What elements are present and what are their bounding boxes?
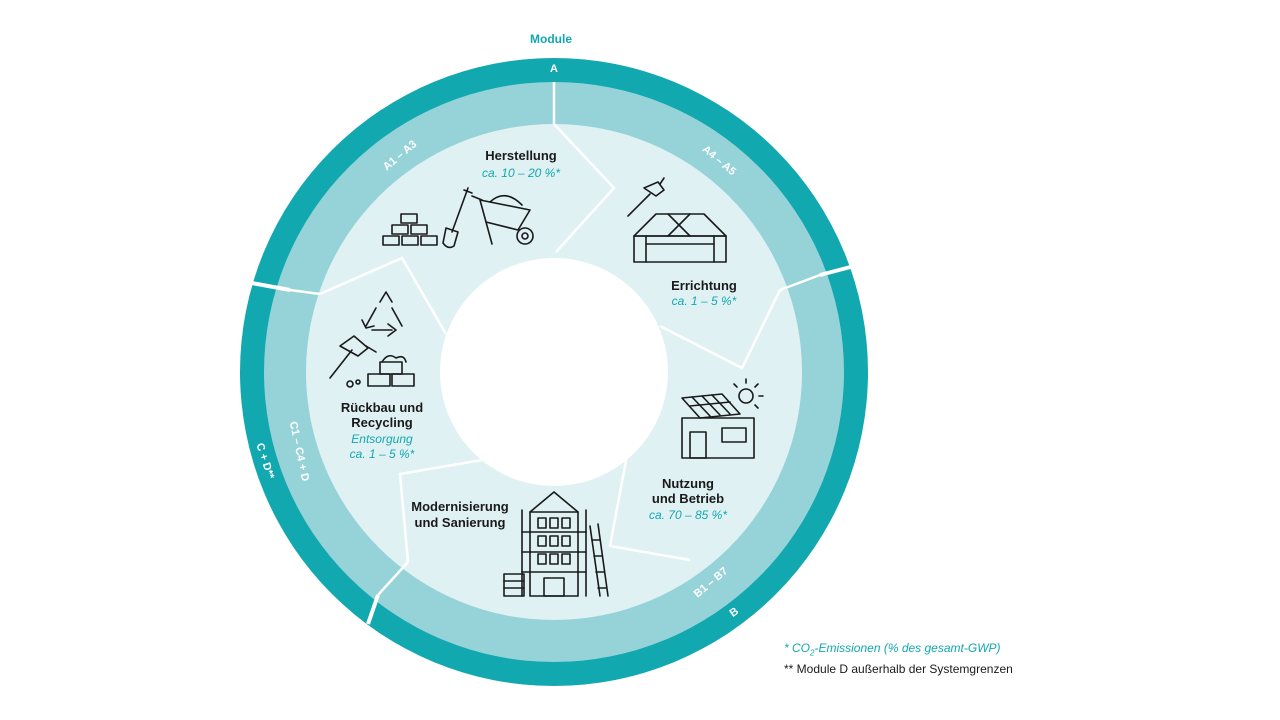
recycle-hammer-bricks-icon [329, 291, 415, 388]
stage-errichtung: Errichtung ca. 1 – 5 %* [627, 177, 737, 308]
legend-co2-note: * CO2-Emissionen (% des gesamt-GWP) [784, 641, 1001, 658]
stage-share: ca. 1 – 5 %* [672, 294, 737, 308]
stage-title-line1: Nutzung [662, 476, 714, 491]
segment-separators [289, 82, 821, 596]
module-separators [245, 262, 863, 625]
hammer-roof-frame-icon [627, 177, 727, 263]
stage-title-line1: Modernisierung [411, 499, 509, 514]
stage-title: Errichtung [671, 278, 737, 293]
stage-title: Herstellung [485, 148, 557, 163]
stage-dividers [319, 123, 782, 563]
center-hole [440, 258, 668, 486]
stage-sub: Entsorgung [351, 432, 413, 446]
stage-nutzung: Nutzung und Betrieb ca. 70 – 85 %* [649, 378, 764, 522]
stage-title-line2: und Sanierung [415, 515, 506, 530]
stage-share: ca. 70 – 85 %* [649, 508, 727, 522]
stage-title-line2: Recycling [351, 415, 412, 430]
legend-module-d-note: ** Module D außerhalb der Systemgrenzen [784, 662, 1013, 677]
bricks-shovel-wheelbarrow-icon [382, 187, 534, 249]
outer-label-a: A [550, 63, 558, 75]
stage-share: ca. 1 – 5 %* [350, 447, 415, 461]
module-heading: Module [530, 32, 572, 46]
stage-herstellung: Herstellung ca. 10 – 20 %* [382, 148, 560, 249]
stage-title-line2: und Betrieb [652, 491, 724, 506]
legend: * CO2-Emissionen (% des gesamt-GWP) ** M… [784, 640, 1013, 678]
stage-title-line1: Rückbau und [341, 400, 423, 415]
stage-share: ca. 10 – 20 %* [482, 166, 560, 180]
scaffold-building-icon [503, 491, 609, 597]
stage-rueckbau: Rückbau und Recycling Entsorgung ca. 1 –… [329, 291, 423, 461]
solar-house-icon [681, 378, 764, 459]
stage-modernisierung: Modernisierung und Sanierung [411, 491, 609, 597]
